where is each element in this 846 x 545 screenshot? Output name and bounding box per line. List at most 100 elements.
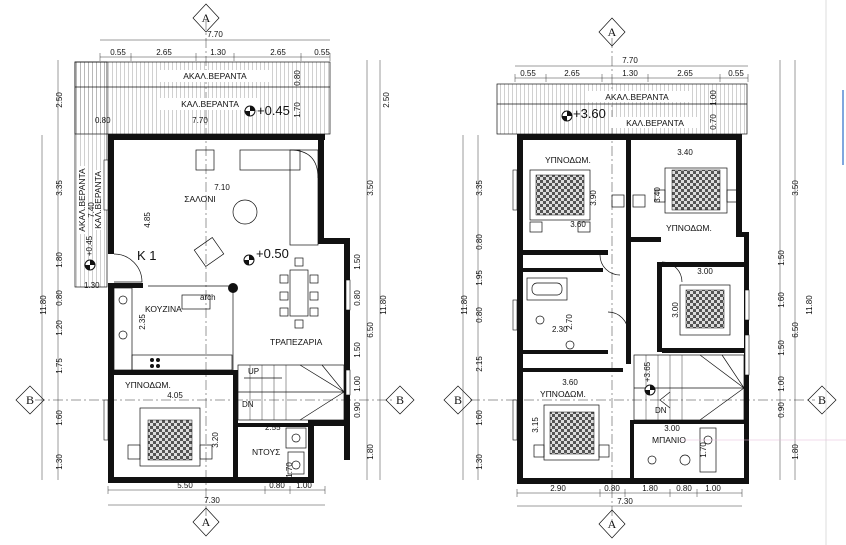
upper-right-dimensions: 3.50 1.50 1.60 1.50 1.00 0.90 1.80 11.80… [777, 60, 814, 480]
svg-text:5.50: 5.50 [177, 481, 193, 490]
svg-text:1.80: 1.80 [366, 444, 375, 460]
svg-text:1.00: 1.00 [353, 376, 362, 392]
axis-label: B [818, 393, 826, 407]
svg-text:1.50: 1.50 [777, 340, 786, 356]
dim-label: 1.70 [699, 442, 708, 458]
svg-text:+3.60: +3.60 [573, 106, 606, 121]
room-label-dining: ΤΡΑΠΕΖΑΡΙΑ [270, 337, 323, 347]
svg-text:1.30: 1.30 [84, 281, 100, 290]
svg-text:7.70: 7.70 [207, 30, 223, 39]
svg-text:0.80: 0.80 [293, 70, 302, 86]
stair-up-label: UP [248, 367, 259, 376]
svg-text:0.80: 0.80 [475, 307, 484, 323]
svg-text:0.80: 0.80 [604, 484, 620, 493]
svg-text:1.30: 1.30 [475, 454, 484, 470]
ground-walls [103, 134, 351, 483]
svg-text:0.55: 0.55 [314, 48, 330, 57]
axis-marker-a-ground-top: A [192, 3, 220, 33]
svg-text:1.60: 1.60 [55, 410, 64, 426]
room-label-bedroom-4: ΥΠΝΟΔΩΜ. [540, 389, 586, 399]
svg-text:0.80: 0.80 [55, 290, 64, 306]
entry-label: K 1 [137, 248, 157, 263]
axis-label: A [608, 517, 617, 531]
axis-label: B [454, 393, 462, 407]
room-label-kitchen: ΚΟΥΖΙΝΑ [145, 304, 182, 314]
level-marker-icon: +3.60 [561, 106, 606, 122]
upper-walls [512, 134, 750, 484]
svg-text:1.50: 1.50 [353, 342, 362, 358]
level-marker-icon: +0.45 [84, 235, 96, 271]
shower-fixtures [285, 427, 307, 475]
svg-text:2.65: 2.65 [156, 48, 172, 57]
svg-text:+0.45: +0.45 [257, 103, 290, 118]
dim-label: 3.15 [531, 417, 540, 433]
dim-label: 2.55 [265, 423, 281, 432]
svg-text:11.80: 11.80 [805, 295, 814, 315]
svg-text:3.35: 3.35 [55, 180, 64, 196]
ground-floor-plan: 7.70 0.55 2.65 1.30 2.65 0.55 ΑΚΑΛ.ΒΕΡΑΝ… [39, 30, 391, 506]
dim-label: 3.00 [664, 424, 680, 433]
svg-text:6.50: 6.50 [791, 322, 800, 338]
level-marker-icon: +0.45 [244, 103, 290, 118]
dim-label: 3.90 [589, 190, 598, 206]
svg-text:2.90: 2.90 [550, 484, 566, 493]
svg-text:+0.50: +0.50 [256, 246, 289, 261]
kitchen-fixtures [113, 287, 233, 371]
living-furniture [193, 149, 319, 329]
veranda-side-label: ΑΚΑΛ.ΒΕΡΑΝΤΑ [77, 168, 87, 232]
axis-label: A [202, 515, 211, 529]
svg-text:1.00: 1.00 [705, 484, 721, 493]
upper-veranda: ΑΚΑΛ.ΒΕΡΑΝΤΑ ΚΑΛ.ΒΕΡΑΝΤΑ 1.00 0.70 +3.60 [496, 83, 748, 135]
svg-text:11.80: 11.80 [460, 295, 469, 315]
svg-text:0.90: 0.90 [777, 402, 786, 418]
dim-label: 3.20 [211, 432, 220, 448]
svg-text:0.55: 0.55 [520, 69, 536, 78]
axis-marker-b-ground-left: B [15, 385, 45, 415]
svg-text:2.65: 2.65 [564, 69, 580, 78]
svg-text:0.90: 0.90 [353, 402, 362, 418]
svg-text:6.50: 6.50 [366, 322, 375, 338]
dim-label: 7.10 [214, 183, 230, 192]
axis-label: A [608, 25, 617, 39]
axis-label: B [396, 393, 404, 407]
veranda-top-label: ΑΚΑΛ.ΒΕΡΑΝΤΑ [183, 71, 247, 81]
level-marker-icon: +3.65 [643, 361, 656, 396]
svg-text:1.20: 1.20 [55, 320, 64, 336]
room-label-bedroom-2: ΥΠΝΟΔΩΜ. [666, 223, 712, 233]
svg-text:+0.45: +0.45 [85, 235, 94, 256]
stair-ground [237, 364, 345, 421]
svg-text:1.80: 1.80 [55, 252, 64, 268]
upper-furniture [526, 167, 738, 473]
svg-text:1.30: 1.30 [210, 48, 226, 57]
svg-text:2.50: 2.50 [55, 92, 64, 108]
svg-text:0.80: 0.80 [269, 481, 285, 490]
svg-text:1.75: 1.75 [55, 358, 64, 374]
svg-text:1.95: 1.95 [475, 270, 484, 286]
ground-left-dimensions: 2.50 3.35 1.80 0.80 1.20 1.75 1.60 1.30 … [39, 60, 100, 480]
svg-text:3.35: 3.35 [475, 180, 484, 196]
veranda-covered-label: ΚΑΛ.ΒΕΡΑΝΤΑ [626, 118, 684, 128]
svg-text:1.00: 1.00 [777, 376, 786, 392]
svg-text:3.50: 3.50 [791, 180, 800, 196]
veranda-side-covered-label: ΚΑΛ.ΒΕΡΑΝΤΑ [93, 171, 103, 229]
veranda-top-label: ΑΚΑΛ.ΒΕΡΑΝΤΑ [605, 92, 669, 102]
upper-top-dimensions: 7.70 0.55 2.65 1.30 2.65 0.55 [514, 56, 749, 82]
dim-label: 4.85 [143, 212, 152, 228]
axis-marker-a-upper-top: A [598, 17, 626, 47]
svg-text:2.50: 2.50 [382, 92, 391, 108]
svg-text:0.80: 0.80 [353, 290, 362, 306]
svg-text:2.15: 2.15 [475, 356, 484, 372]
dim-label: 3.00 [671, 302, 680, 318]
svg-text:7.70: 7.70 [192, 116, 208, 125]
svg-text:7.70: 7.70 [622, 56, 638, 65]
dim-label: 2.35 [138, 314, 147, 330]
upper-floor-plan: 7.70 0.55 2.65 1.30 2.65 0.55 ΑΚΑΛ.ΒΕΡΑΝ… [460, 56, 814, 507]
stair-down-label: DN [242, 400, 254, 409]
svg-text:11.80: 11.80 [379, 295, 388, 315]
dim-label: 3.40 [653, 187, 662, 203]
svg-text:1.60: 1.60 [475, 410, 484, 426]
svg-text:0.80: 0.80 [676, 484, 692, 493]
axis-marker-a-upper-bottom: A [598, 509, 626, 539]
room-label-shower: ΝΤΟΥΣ [252, 447, 280, 457]
